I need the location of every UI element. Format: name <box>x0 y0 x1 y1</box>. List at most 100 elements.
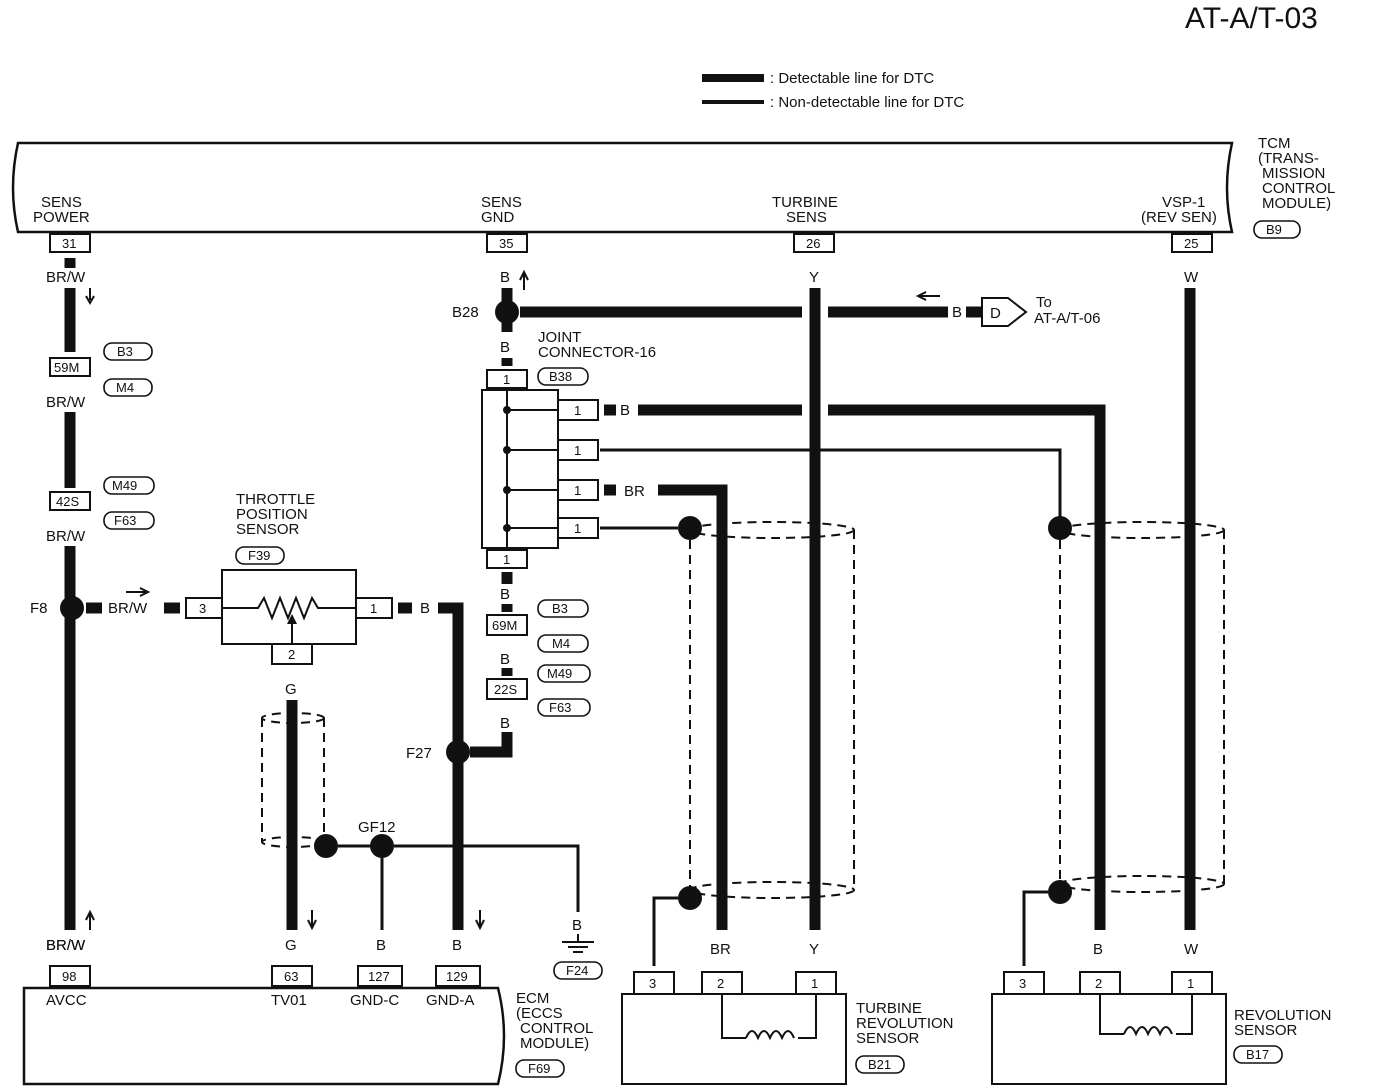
tps-wire-g: G <box>285 681 297 698</box>
turbine-revolution-sensor: 3 2 1 TURBINE REVOLUTION SENSOR B21 <box>621 971 954 1085</box>
turbine-connector-badge <box>855 1055 905 1074</box>
wire-label-w-2: W <box>1184 941 1199 958</box>
sensor-signal-wires: Y W <box>809 269 1199 930</box>
tcm-pin-26: 26 <box>806 236 820 251</box>
tcm-term-3-line1: TURBINE <box>772 194 838 211</box>
tcm-label-2: (TRANS- <box>1258 150 1319 167</box>
wire-label-brw-2: BR/W <box>46 394 86 411</box>
turbine-shield: BR Y <box>652 516 855 966</box>
revolution-connector-badge <box>1233 1045 1283 1064</box>
wire-label-brw-3: BR/W <box>46 528 86 545</box>
wiper-arrow-icon <box>287 614 297 624</box>
ecm-wire-b-1: B <box>376 937 386 954</box>
tcm-pin-25: 25 <box>1184 236 1198 251</box>
joint-connector-badge <box>537 367 589 386</box>
shield-splice-dot <box>1048 880 1072 904</box>
ground-wire <box>394 844 580 912</box>
wire-label-b-2: B <box>500 339 510 356</box>
ecm-pin-129: 129 <box>446 969 468 984</box>
connector-f63-badge <box>103 511 155 530</box>
tcm-term-4-line1: VSP-1 <box>1162 194 1205 211</box>
tps-pin-2: 2 <box>288 647 295 662</box>
wire-label-y-1: Y <box>809 269 819 286</box>
shield-top-ellipse <box>261 712 325 724</box>
joint-label-2: CONNECTOR-16 <box>538 344 656 361</box>
revolution-pin-1: 1 <box>1187 976 1194 991</box>
ecm-label-1: ECM <box>516 990 549 1007</box>
wire-label-brw-1: BR/W <box>46 269 86 286</box>
tcm-connector-id: B9 <box>1266 222 1282 237</box>
ecm-term-tv01: TV01 <box>271 992 307 1009</box>
current-arrow-left-icon <box>915 291 940 301</box>
ecm-term-gnd-a: GND-A <box>426 992 474 1009</box>
shield-bottom-ellipse <box>689 881 855 899</box>
wire-segment <box>828 404 1106 930</box>
tcm-pin-31: 31 <box>62 236 76 251</box>
current-arrow-up-icon <box>85 909 95 930</box>
joint-side-pin-2: 1 <box>574 443 581 458</box>
ecm-pin-127-box <box>357 965 403 987</box>
current-arrow-down-icon <box>307 910 317 931</box>
connector-69m-box <box>486 614 528 636</box>
throttle-position-sensor: THROTTLE POSITION SENSOR F39 3 1 2 B G G… <box>185 491 603 980</box>
sens-power-circuit: BR/W 59M B3 M4 BR/W 42S M49 F63 BR/W F8 … <box>30 258 180 954</box>
revolution-connector-id: B17 <box>1246 1047 1269 1062</box>
wire-segment <box>438 602 464 930</box>
ecm-pin-63: 63 <box>284 969 298 984</box>
sens-gnd-circuit: B B28 B D To AT-A/T-06 B JOINT CONNECTOR… <box>406 269 1106 930</box>
tcm-label-4: CONTROL <box>1262 180 1335 197</box>
ecm-term-gnd-c: GND-C <box>350 992 399 1009</box>
current-arrow-down-icon <box>475 910 485 931</box>
wire-label-b-6: B <box>1093 941 1103 958</box>
to-wire-b: B <box>952 304 962 321</box>
legend: : Detectable line for DTC : Non-detectab… <box>702 70 964 111</box>
joint-wire-b: B <box>620 402 630 419</box>
connector-b3-id-2: B3 <box>552 601 568 616</box>
turbine-connector-id: B21 <box>868 1057 891 1072</box>
tps-connector-id: F39 <box>248 548 270 563</box>
revolution-pin-3-box <box>1003 971 1045 995</box>
to-label: To <box>1036 294 1052 311</box>
revolution-pin-2: 2 <box>1095 976 1102 991</box>
connector-m49-id: M49 <box>112 478 137 493</box>
page-title: AT-A/T-03 <box>1185 2 1318 35</box>
connector-42s-box <box>49 491 91 511</box>
coil-leads <box>1099 994 1193 1035</box>
shield-wire <box>600 448 1062 520</box>
ecm-label-2: (ECCS <box>516 1005 563 1022</box>
wire-segment <box>470 732 513 758</box>
tps-label-3: SENSOR <box>236 521 300 538</box>
joint-side-pin-3: 1 <box>574 483 581 498</box>
shield-splice-dot <box>314 834 338 858</box>
splice-f8-dot <box>60 596 84 620</box>
splice-b28-dot <box>495 300 519 324</box>
connector-69m-pin: 69M <box>492 618 517 633</box>
to-target: AT-A/T-06 <box>1034 310 1100 327</box>
connector-b3-badge-2 <box>537 599 589 618</box>
tcm-label-1: TCM <box>1258 135 1291 152</box>
turbine-label-1: TURBINE <box>856 1000 922 1017</box>
tcm-term-4-line2: (REV SEN) <box>1141 209 1217 226</box>
ecm-pin-98-box <box>49 965 91 987</box>
shield-splice-dot <box>678 516 702 540</box>
wire-label-b-4: B <box>500 651 510 668</box>
tps-wire-b: B <box>420 600 430 617</box>
tcm-term-1-line1: SENS <box>41 194 82 211</box>
joint-pin-top: 1 <box>503 372 510 387</box>
shield-splice-dot <box>1048 516 1072 540</box>
shield-bottom-ellipse <box>1059 875 1225 893</box>
ecm-wire-b-2: B <box>452 937 462 954</box>
connector-42s-pin: 42S <box>56 494 79 509</box>
turbine-label-2: REVOLUTION <box>856 1015 954 1032</box>
splice-gf12-dot <box>370 834 394 858</box>
joint-label-1: JOINT <box>538 329 581 346</box>
connector-m49-id-2: M49 <box>547 666 572 681</box>
tcm-pins: 31 35 26 25 <box>49 233 1213 253</box>
connector-f63-badge-2 <box>537 698 591 717</box>
revolution-sensor: 3 2 1 REVOLUTION SENSOR B17 <box>991 971 1332 1085</box>
ecm-wire-g: G <box>285 937 297 954</box>
ecm-label-4: MODULE) <box>520 1035 589 1052</box>
ecm-label-3: CONTROL <box>520 1020 593 1037</box>
tcm-connector-badge <box>1253 220 1301 239</box>
